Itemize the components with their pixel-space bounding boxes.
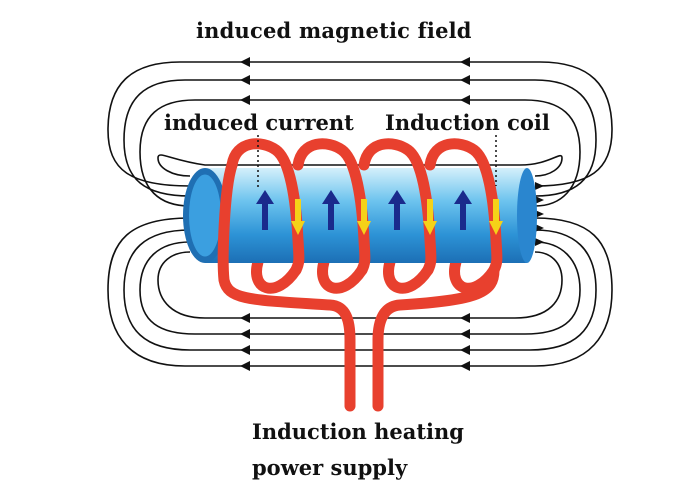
arrow-down-icon <box>291 199 305 235</box>
arrow-down-icon <box>357 199 371 235</box>
power-supply-label-line1: Induction heating <box>252 419 464 444</box>
induction-coil-label: Induction coil <box>385 110 550 135</box>
arrow-left-icon <box>240 75 250 85</box>
arrow-right-icon <box>535 182 544 190</box>
diagram-title: induced magnetic field <box>196 18 472 43</box>
arrow-right-icon <box>535 238 544 246</box>
arrow-left-icon <box>240 345 250 355</box>
arrow-left-icon <box>460 313 470 323</box>
induced-current-arrows <box>256 190 472 230</box>
coil-current-arrows <box>291 199 503 235</box>
arrow-right-icon <box>535 210 544 218</box>
arrow-left-icon <box>240 95 250 105</box>
arrow-left-icon <box>240 329 250 339</box>
arrow-right-icon <box>535 224 544 232</box>
arrow-left-icon <box>460 95 470 105</box>
arrow-left-icon <box>240 57 250 67</box>
leader-lines <box>257 135 497 188</box>
arrow-up-icon <box>322 190 340 230</box>
arrow-right-icon <box>535 196 544 204</box>
arrow-down-icon <box>489 199 503 235</box>
arrow-left-icon <box>240 361 250 371</box>
arrow-down-icon <box>423 199 437 235</box>
induced-current-label: induced current <box>164 110 354 135</box>
arrow-left-icon <box>460 57 470 67</box>
induction-coil <box>217 138 503 412</box>
arrow-up-icon <box>388 190 406 230</box>
arrow-up-icon <box>256 190 274 230</box>
arrow-left-icon <box>240 313 250 323</box>
field-lines-lower <box>107 217 613 367</box>
field-arrows <box>240 57 470 371</box>
field-lines-upper <box>107 61 613 207</box>
arrow-up-icon <box>454 190 472 230</box>
power-supply-label-line2: power supply <box>252 455 408 480</box>
arrow-left-icon <box>460 75 470 85</box>
arrow-left-icon <box>460 329 470 339</box>
arrow-left-icon <box>460 361 470 371</box>
arrow-left-icon <box>460 345 470 355</box>
